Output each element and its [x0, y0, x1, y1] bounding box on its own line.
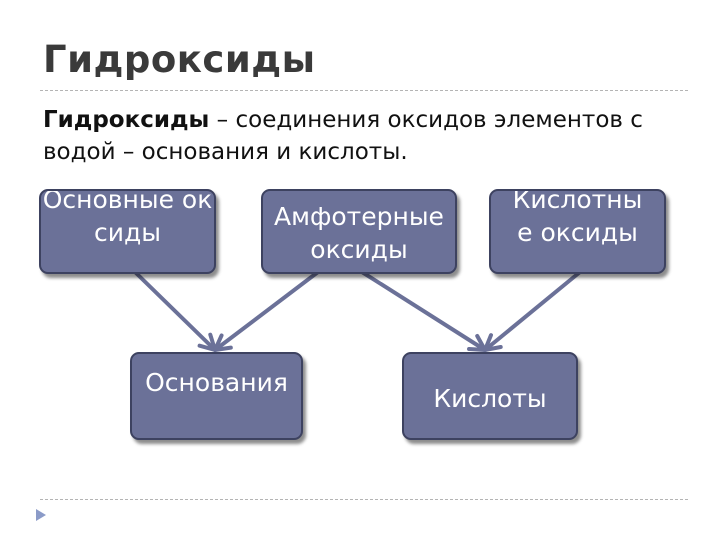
basic-oxides-label: Основные оксиды: [42, 189, 213, 247]
arrow-amphoteric_oxides-to-acids: [360, 270, 487, 352]
basic-oxides-box: Основные оксиды: [39, 189, 216, 274]
bases-box: Основания: [130, 352, 303, 440]
title-divider: [40, 90, 688, 91]
acidic-oxides-box: Кислотные оксиды: [489, 189, 666, 274]
arrow-amphoteric_oxides-to-bases: [213, 270, 320, 352]
acids-label: Кислоты: [433, 384, 547, 413]
slide-title: Гидроксиды: [43, 38, 316, 81]
arrow-acidic_oxides-to-acids: [483, 270, 582, 352]
amphoteric-oxides-label: Амфотерные оксиды: [274, 202, 444, 264]
acids-box: Кислоты: [402, 352, 578, 440]
definition-text: – соединения оксидов элементов с водой –…: [43, 107, 643, 165]
arrowhead-amphoteric_oxides-to-bases: [213, 333, 233, 352]
slide-nav-triangle-icon: [36, 509, 46, 521]
footer-divider: [40, 499, 688, 500]
bases-label: Основания: [145, 368, 288, 397]
definition-paragraph: Гидроксиды – соединения оксидов элементо…: [43, 104, 703, 168]
arrow-basic_oxides-to-bases: [133, 270, 217, 352]
arrowhead-acidic_oxides-to-acids: [483, 333, 503, 352]
acidic-oxides-label: Кислотные оксиды: [512, 189, 643, 247]
amphoteric-oxides-box: Амфотерные оксиды: [261, 189, 457, 274]
definition-term: Гидроксиды: [43, 107, 210, 133]
